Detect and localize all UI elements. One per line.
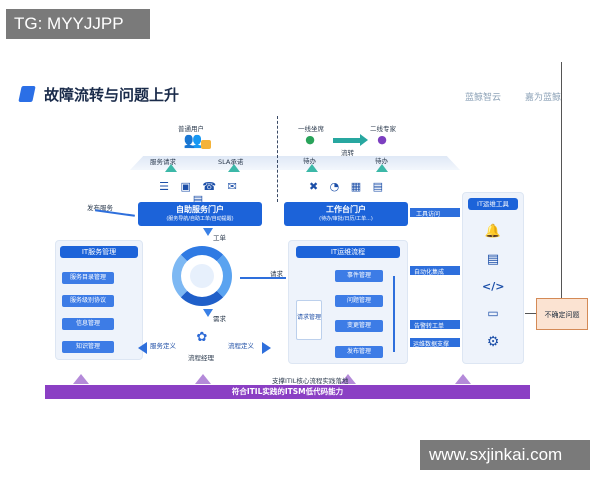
page-title: 故障流转与问题上升 <box>44 86 180 104</box>
brand-left: 蓝鲸智云 <box>465 93 502 103</box>
pending-2: 待办 <box>375 157 388 165</box>
self-portal-title: 自助服务门户 <box>176 205 224 214</box>
alert-ticket-label: 告警转工单 <box>414 323 445 330</box>
process-def-arrow <box>262 342 271 354</box>
flow-label: 流转 <box>341 149 354 157</box>
request-label: 请求 <box>270 270 283 278</box>
up-arrow-icon <box>376 164 388 172</box>
work-portal-icons: ✖ ◔ ▦ ▤ <box>308 180 388 193</box>
monitor-icon[interactable]: ▭ <box>487 306 499 320</box>
top-divider <box>277 116 278 202</box>
service-item[interactable]: 知识管理 <box>62 341 114 353</box>
uncertain-problem-label: 不确定问题 <box>544 311 580 319</box>
need-label: 需求 <box>213 315 226 323</box>
request-mgmt-box[interactable]: 请求管理 <box>296 300 322 340</box>
self-portal-sub: (服务导航/自助工单/自动提醒) <box>166 216 234 222</box>
second-line-label: 二线专家 <box>370 125 396 133</box>
self-service-portal[interactable]: 自助服务门户 (服务导航/自助工单/自动提醒) <box>138 202 262 226</box>
ops-step[interactable]: 发布管理 <box>335 346 383 358</box>
ops-data-arrow <box>410 338 460 347</box>
document-icon <box>201 140 211 149</box>
bottom-capability-bar: 符合ITIL实践的ITSM低代码能力 <box>45 385 530 399</box>
tool-access-arrow <box>410 208 460 217</box>
work-portal-sub: (待办/审批/日历/工单...) <box>319 216 373 222</box>
ops-data-label: 运维数据支撑 <box>413 341 450 348</box>
code-icon[interactable]: </> <box>482 280 505 293</box>
service-item[interactable]: 服务级别协议 <box>62 295 114 307</box>
bottom-support-label: 支撑ITIL核心流程实践落地 <box>272 377 349 385</box>
up-arrow-icon <box>73 374 89 384</box>
work-portal-title: 工作台门户 <box>326 205 366 214</box>
gear-icon[interactable]: ⚙ <box>486 334 500 350</box>
uncertain-connector <box>561 62 562 298</box>
it-service-mgmt-title: IT服务管理 <box>60 246 138 258</box>
document-search-icon[interactable]: ▤ <box>486 252 500 267</box>
service-item[interactable]: 服务目录管理 <box>62 272 114 284</box>
tool-access-label: 工具访问 <box>416 211 441 218</box>
first-line-label: 一线坐席 <box>298 125 324 133</box>
up-arrow-icon <box>195 374 211 384</box>
it-tools-panel <box>462 192 524 364</box>
request-arrow <box>240 277 286 279</box>
ops-step[interactable]: 变更管理 <box>335 320 383 332</box>
down-arrow-icon <box>203 228 213 236</box>
cycle-core <box>190 264 214 288</box>
up-arrow-icon <box>455 374 471 384</box>
watermark-tag: TG: MYYJJPP <box>6 9 150 39</box>
sla-label: SLA承诺 <box>218 158 244 166</box>
watermark-site: www.sxjinkai.com <box>420 440 590 470</box>
up-arrow-icon <box>306 164 318 172</box>
flow-arrow-head <box>360 134 368 146</box>
ops-feedback-line <box>393 276 395 352</box>
self-portal-icons: ☰ ▣ ☎ ✉ ▤ <box>159 180 241 206</box>
title-mark-icon <box>18 86 36 102</box>
alert-ticket-arrow <box>410 320 460 329</box>
bell-icon[interactable]: 🔔 <box>484 224 502 239</box>
ops-step[interactable]: 事件管理 <box>335 270 383 282</box>
process-def-label: 流程定义 <box>228 342 254 350</box>
up-arrow-icon <box>340 374 356 384</box>
top-stage <box>130 156 460 170</box>
up-arrow-icon <box>228 164 240 172</box>
auto-integration-arrow <box>410 266 460 275</box>
auto-integration-label: 自动化集成 <box>414 269 445 276</box>
service-def-label: 服务定义 <box>150 342 176 350</box>
up-arrow-icon <box>165 164 177 172</box>
uncertain-problem-box[interactable]: 不确定问题 <box>536 298 588 330</box>
service-request-label: 服务请求 <box>150 158 176 166</box>
publish-service-label: 发布服务 <box>87 204 113 212</box>
work-order-label: 工单 <box>213 234 226 242</box>
user-icon: 👥 <box>183 131 203 149</box>
down-arrow-icon <box>203 309 213 317</box>
it-ops-title: IT运维流程 <box>296 246 400 258</box>
first-line-agent-icon: ● <box>305 133 315 146</box>
process-manager-icon: ✿ <box>196 330 208 345</box>
pending-1: 待办 <box>303 157 316 165</box>
ops-step[interactable]: 问题管理 <box>335 295 383 307</box>
user-label: 普通用户 <box>178 125 204 133</box>
it-tools-title: IT运维工具 <box>468 198 518 210</box>
publish-arrow <box>95 209 135 217</box>
brand-right: 嘉为蓝鲸 <box>525 93 562 103</box>
service-def-arrow <box>138 342 147 354</box>
flow-arrow <box>333 138 363 143</box>
second-line-expert-icon: ● <box>377 133 387 146</box>
request-mgmt-label: 请求管理 <box>297 314 322 321</box>
workbench-portal[interactable]: 工作台门户 (待办/审批/日历/工单...) <box>284 202 408 226</box>
uncertain-link <box>525 313 536 314</box>
service-item[interactable]: 信息管理 <box>62 318 114 330</box>
cycle-ring <box>172 246 232 306</box>
process-manager-label: 流程经理 <box>188 354 214 362</box>
